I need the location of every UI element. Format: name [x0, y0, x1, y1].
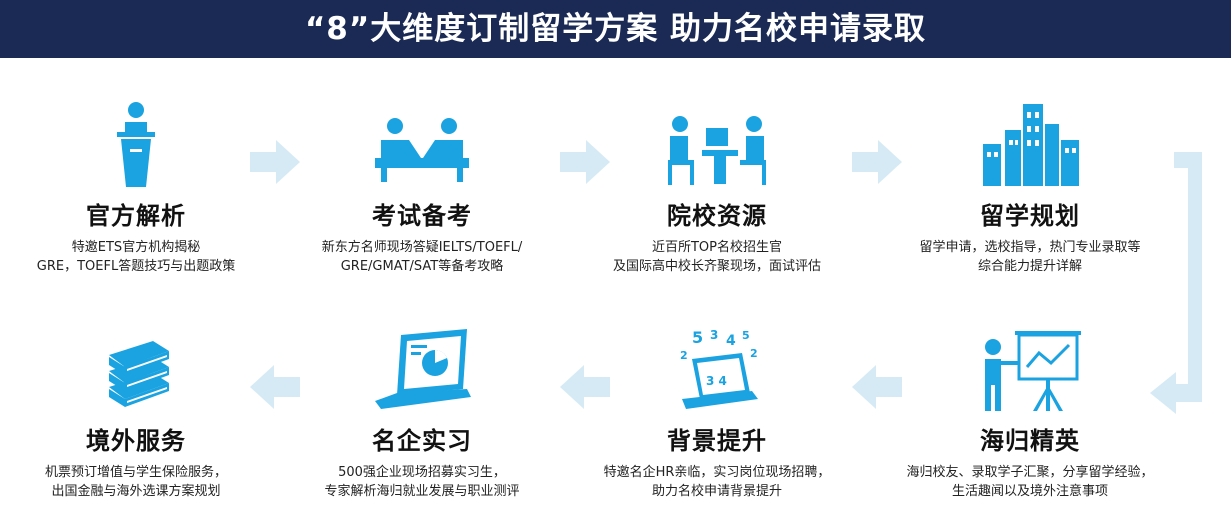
step-desc-line: 新东方名师现场答疑IELTS/TOEFL/ — [321, 240, 523, 255]
step-title: 背景提升 — [667, 427, 767, 455]
step-description: 特邀名企HR亲临，实习岗位现场招聘， 助力名校申请背景提升 — [586, 463, 848, 501]
flow-arrow-right-icon — [852, 140, 902, 184]
step-title: 官方解析 — [86, 202, 186, 230]
step-exam-prep: 考试备考 新东方名师现场答疑IELTS/TOEFL/ GRE/GMAT/SAT等… — [291, 100, 553, 276]
step-desc-line: 500强企业现场招募实习生， — [338, 465, 506, 480]
step-desc-line: 特邀名企HR亲临，实习岗位现场招聘， — [603, 465, 831, 480]
svg-text:5: 5 — [692, 328, 703, 347]
step-desc-line: GRE/GMAT/SAT等备考攻略 — [340, 259, 504, 274]
step-study-planning: 留学规划 留学申请，选校指导，热门专业录取等 综合能力提升详解 — [899, 100, 1161, 276]
podium-speaker-icon — [117, 102, 155, 187]
step-desc-line: 生活趣闻以及境外注意事项 — [951, 484, 1108, 499]
flow-arrow-left-icon — [560, 365, 610, 409]
svg-text:2: 2 — [680, 349, 688, 362]
step-desc-line: 助力名校申请背景提升 — [651, 484, 782, 499]
step-title: 名企实习 — [372, 427, 472, 455]
flow-arrow-right-icon — [560, 140, 610, 184]
step-description: 机票预订增值与学生保险服务， 出国金融与海外选课方案规划 — [5, 463, 267, 501]
step-background-boost: 5 3 4 5 2 2 3 4 背景提升 特邀名企HR亲临，实习岗位现场招聘， … — [586, 325, 848, 501]
step-description: 500强企业现场招募实习生， 专家解析海归就业发展与职业测评 — [291, 463, 553, 501]
step-desc-line: 专家解析海归就业发展与职业测评 — [324, 484, 520, 499]
step-enterprise-internship: 名企实习 500强企业现场招募实习生， 专家解析海归就业发展与职业测评 — [291, 325, 553, 501]
step-title: 境外服务 — [86, 427, 186, 455]
step-desc-line: 及国际高中校长齐聚现场，面试评估 — [612, 259, 821, 274]
step-desc-line: 海归校友、录取学子汇聚，分享留学经验， — [906, 465, 1154, 480]
flow-arrow-turn-icon — [1150, 152, 1202, 414]
svg-text:3 4: 3 4 — [706, 374, 727, 388]
laptop-piechart-icon — [375, 329, 471, 409]
step-desc-line: 机票预订增值与学生保险服务， — [44, 465, 227, 480]
step-description: 留学申请，选校指导，热门专业录取等 综合能力提升详解 — [899, 238, 1161, 276]
city-skyline-icon — [983, 104, 1079, 186]
step-description: 近百所TOP名校招生官 及国际高中校长齐聚现场，面试评估 — [586, 238, 848, 276]
step-school-resources: 院校资源 近百所TOP名校招生官 及国际高中校长齐聚现场，面试评估 — [586, 100, 848, 276]
flow-arrow-right-icon — [250, 140, 300, 184]
step-returnee-elites: 海归精英 海归校友、录取学子汇聚，分享留学经验， 生活趣闻以及境外注意事项 — [899, 325, 1161, 501]
step-description: 特邀ETS官方机构揭秘 GRE，TOEFL答题技巧与出题政策 — [5, 238, 267, 276]
header-banner: “8”大维度订制留学方案 助力名校申请录取 — [0, 0, 1231, 58]
step-desc-line: 留学申请，选校指导，热门专业录取等 — [919, 240, 1141, 255]
step-official-analysis: 官方解析 特邀ETS官方机构揭秘 GRE，TOEFL答题技巧与出题政策 — [5, 100, 267, 276]
step-title: 院校资源 — [667, 202, 767, 230]
desk-discussion-icon — [375, 118, 469, 182]
svg-text:4: 4 — [726, 333, 736, 349]
laptop-numbers-icon: 5 3 4 5 2 2 3 4 — [680, 328, 758, 409]
presenter-chart-icon — [985, 331, 1081, 411]
step-desc-line: 综合能力提升详解 — [977, 259, 1082, 274]
step-description: 新东方名师现场答疑IELTS/TOEFL/ GRE/GMAT/SAT等备考攻略 — [291, 238, 553, 276]
flow-arrow-left-icon — [852, 365, 902, 409]
flow-arrow-left-icon — [250, 365, 300, 409]
interview-laptop-icon — [668, 116, 766, 185]
step-overseas-services: 境外服务 机票预订增值与学生保险服务， 出国金融与海外选课方案规划 — [5, 325, 267, 501]
step-title: 海归精英 — [980, 427, 1080, 455]
step-desc-line: 特邀ETS官方机构揭秘 — [71, 240, 201, 255]
page-title: “8”大维度订制留学方案 助力名校申请录取 — [304, 11, 927, 47]
step-desc-line: GRE，TOEFL答题技巧与出题政策 — [36, 259, 236, 274]
step-title: 考试备考 — [372, 202, 472, 230]
step-title: 留学规划 — [980, 202, 1080, 230]
step-desc-line: 近百所TOP名校招生官 — [651, 240, 782, 255]
svg-text:2: 2 — [750, 347, 758, 360]
step-desc-line: 出国金融与海外选课方案规划 — [51, 484, 221, 499]
svg-text:3: 3 — [710, 328, 718, 342]
svg-text:5: 5 — [742, 329, 750, 342]
step-description: 海归校友、录取学子汇聚，分享留学经验， 生活趣闻以及境外注意事项 — [899, 463, 1161, 501]
book-stack-icon — [109, 341, 169, 407]
